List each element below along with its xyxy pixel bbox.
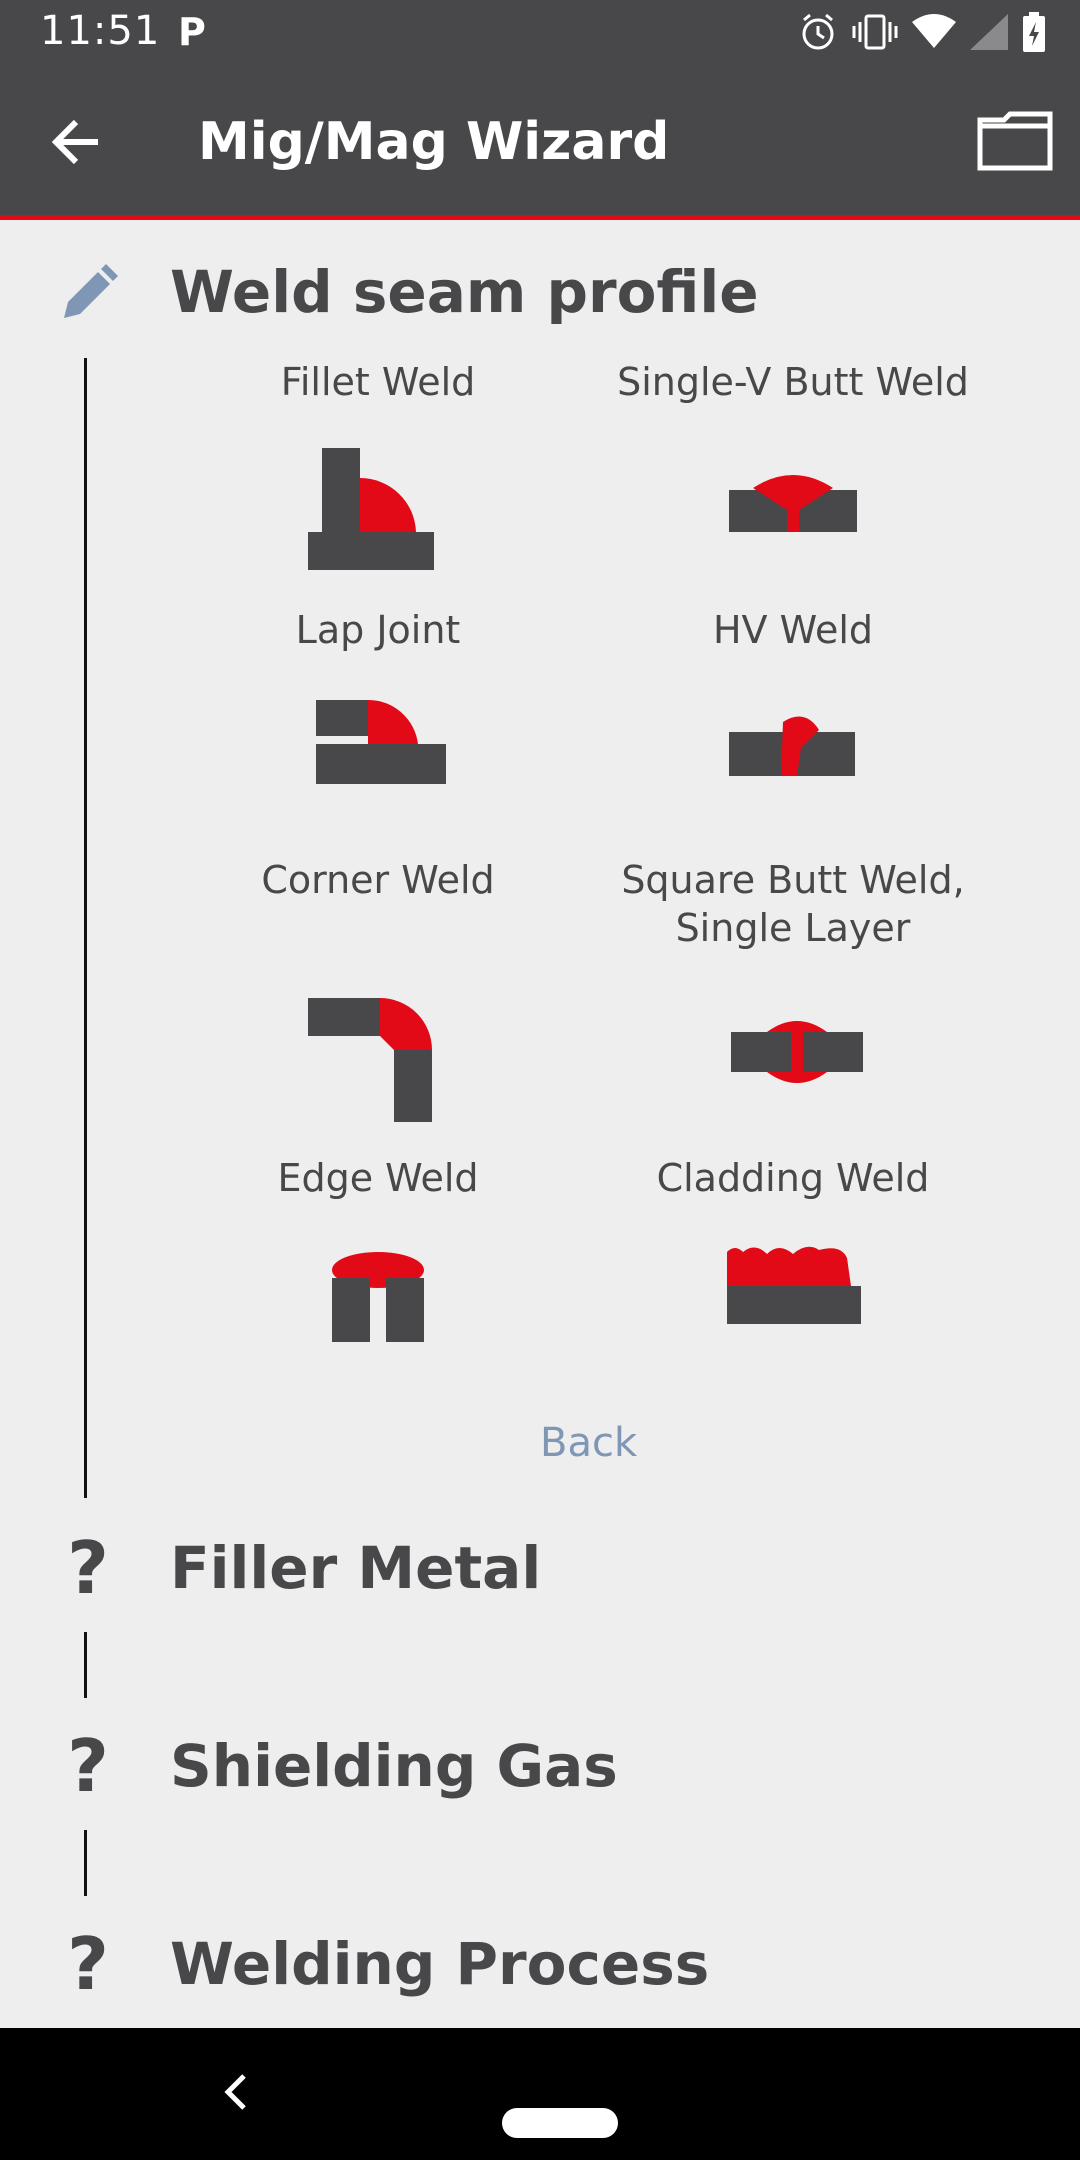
option-label: Lap Joint [295, 608, 461, 652]
signal-icon [970, 14, 1008, 55]
option-label: HV Weld [712, 608, 874, 652]
option-single-v-butt-weld[interactable]: Single-V Butt Weld [608, 358, 978, 550]
cladding-weld-icon [727, 1246, 861, 1324]
status-icons [798, 12, 1046, 57]
edge-weld-icon [332, 1252, 424, 1342]
option-label-line2: Single Layer [675, 906, 911, 950]
pencil-icon [50, 256, 126, 332]
lap-joint-icon [316, 699, 446, 784]
page-title: Mig/Mag Wizard [198, 112, 670, 172]
option-cladding-weld[interactable]: Cladding Weld [608, 1154, 978, 1342]
app-toolbar: Mig/Mag Wizard [0, 66, 1080, 220]
option-label: Corner Weld [261, 858, 495, 902]
question-icon: ? [67, 1724, 109, 1808]
step-connector [84, 358, 87, 1498]
step-title-weld-seam[interactable]: Weld seam profile [170, 258, 759, 326]
system-navigation-bar [0, 2028, 1080, 2160]
status-time: 11:51 [40, 8, 161, 54]
home-pill-button[interactable] [502, 2108, 618, 2138]
option-label: Fillet Weld [280, 360, 476, 404]
nav-back-icon[interactable] [220, 2070, 250, 2114]
option-corner-weld[interactable]: Corner Weld [208, 856, 548, 1128]
fillet-weld-icon [308, 448, 434, 570]
corner-weld-icon [308, 998, 432, 1122]
folder-icon[interactable] [976, 110, 1054, 174]
back-button[interactable]: Back [540, 1420, 638, 1466]
status-bar: 11:51 P [0, 0, 1080, 66]
battery-charging-icon [1022, 12, 1046, 57]
option-label: Cladding Weld [656, 1156, 930, 1200]
alarm-icon [798, 12, 838, 57]
step-connector [84, 1632, 87, 1698]
option-label: Square Butt Weld, [621, 858, 965, 902]
option-label: Single-V Butt Weld [617, 360, 969, 404]
option-edge-weld[interactable]: Edge Weld [208, 1154, 548, 1362]
option-fillet-weld[interactable]: Fillet Weld [208, 358, 548, 578]
single-v-butt-weld-icon [729, 475, 857, 532]
question-icon: ? [67, 1526, 109, 1610]
square-butt-weld-icon [731, 1021, 863, 1083]
wifi-icon [912, 14, 956, 55]
step-connector [84, 1830, 87, 1896]
step-title-shielding-gas[interactable]: Shielding Gas [170, 1732, 618, 1800]
parking-icon: P [178, 10, 206, 54]
question-icon: ? [67, 1922, 109, 2006]
option-hv-weld[interactable]: HV Weld [608, 606, 978, 798]
vibrate-icon [852, 12, 898, 57]
step-title-filler-metal[interactable]: Filler Metal [170, 1534, 542, 1602]
option-label: Edge Weld [277, 1156, 479, 1200]
option-lap-joint[interactable]: Lap Joint [208, 606, 548, 804]
option-square-butt-weld[interactable]: Square Butt Weld, Single Layer [608, 856, 978, 1102]
hv-weld-icon [729, 716, 855, 776]
arrow-left-icon[interactable] [48, 114, 108, 170]
step-title-welding-process[interactable]: Welding Process [170, 1930, 710, 1998]
